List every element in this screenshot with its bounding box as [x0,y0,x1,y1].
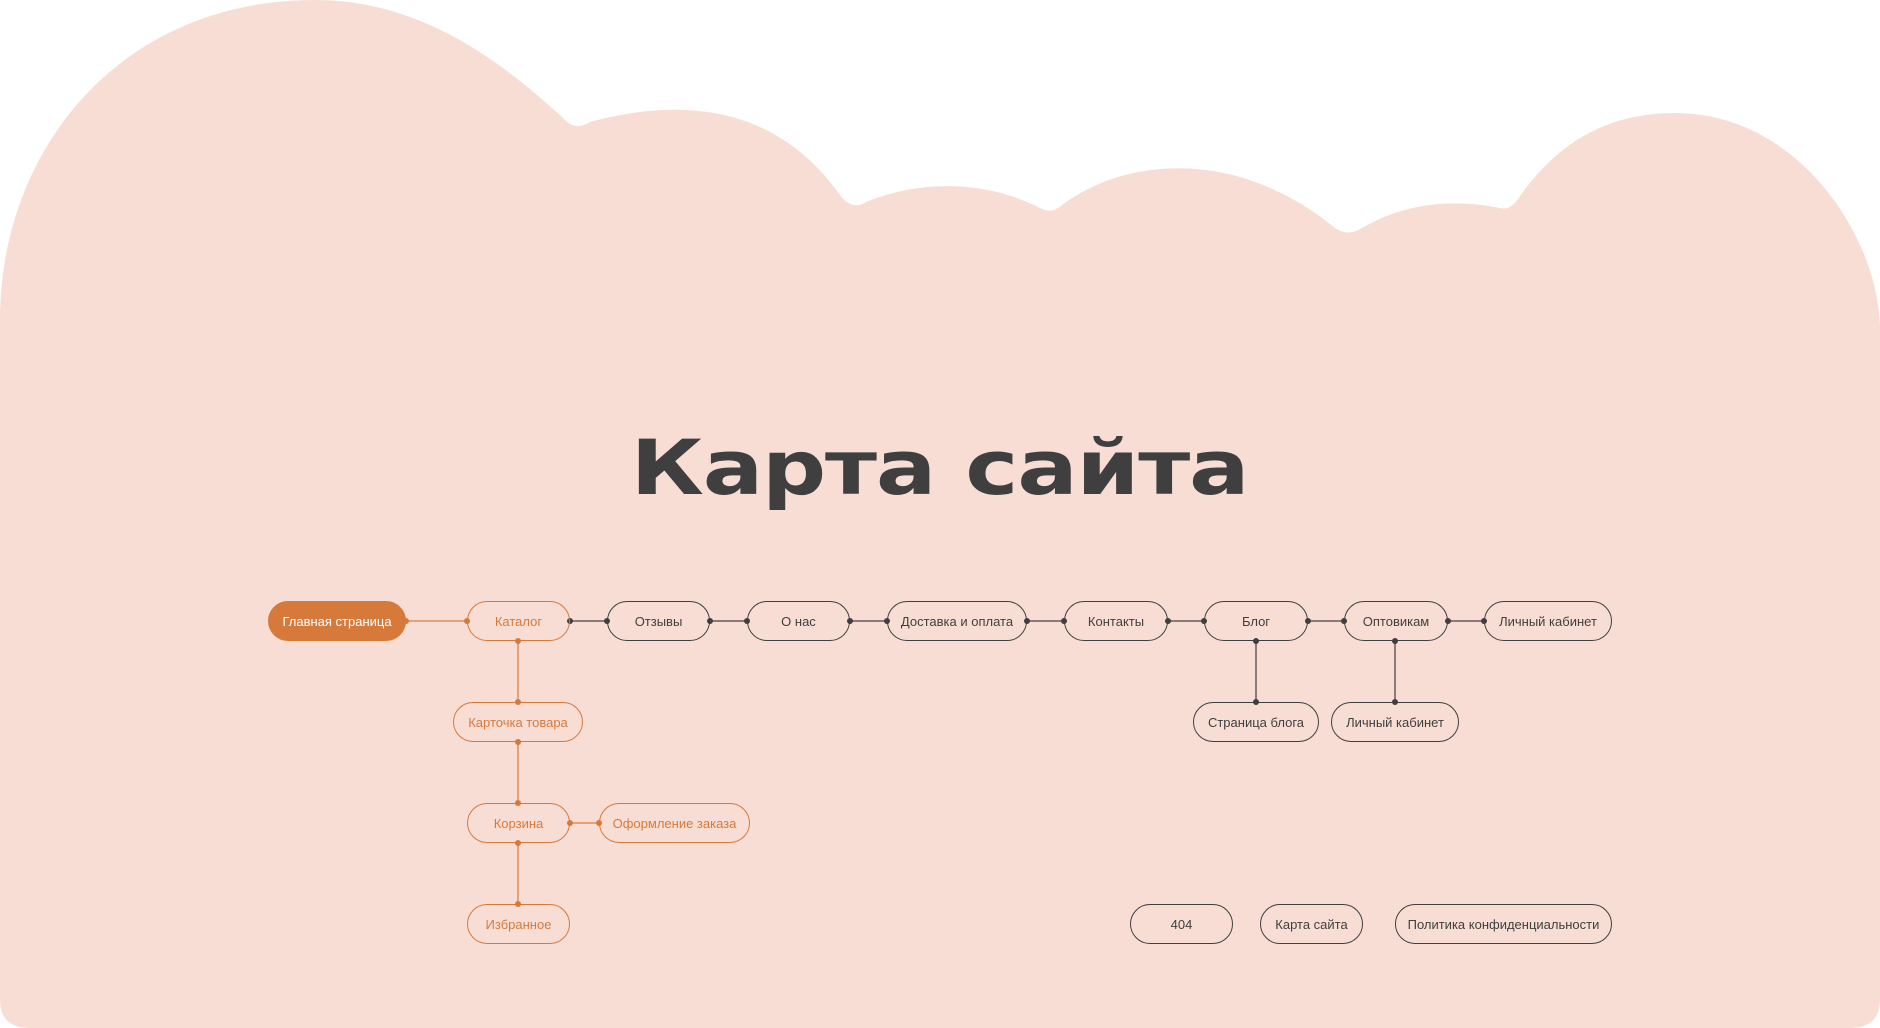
node-account[interactable]: Личный кабинет [1484,601,1612,641]
node-checkout[interactable]: Оформление заказа [599,803,750,843]
node-catalog[interactable]: Каталог [467,601,570,641]
node-blog[interactable]: Блог [1204,601,1308,641]
node-contacts[interactable]: Контакты [1064,601,1168,641]
node-wholesale-account[interactable]: Личный кабинет [1331,702,1459,742]
node-home[interactable]: Главная страница [268,601,406,641]
node-blog-page[interactable]: Страница блога [1193,702,1319,742]
node-privacy-policy[interactable]: Политика конфиденциальности [1395,904,1612,944]
node-cart[interactable]: Корзина [467,803,570,843]
node-wholesale[interactable]: Оптовикам [1344,601,1448,641]
node-404[interactable]: 404 [1130,904,1233,944]
node-product-card[interactable]: Карточка товара [453,702,583,742]
page-title: Карта сайта [630,423,1250,512]
node-favorites[interactable]: Избранное [467,904,570,944]
node-reviews[interactable]: Отзывы [607,601,710,641]
node-sitemap[interactable]: Карта сайта [1260,904,1363,944]
node-delivery[interactable]: Доставка и оплата [887,601,1027,641]
node-about[interactable]: О нас [747,601,850,641]
